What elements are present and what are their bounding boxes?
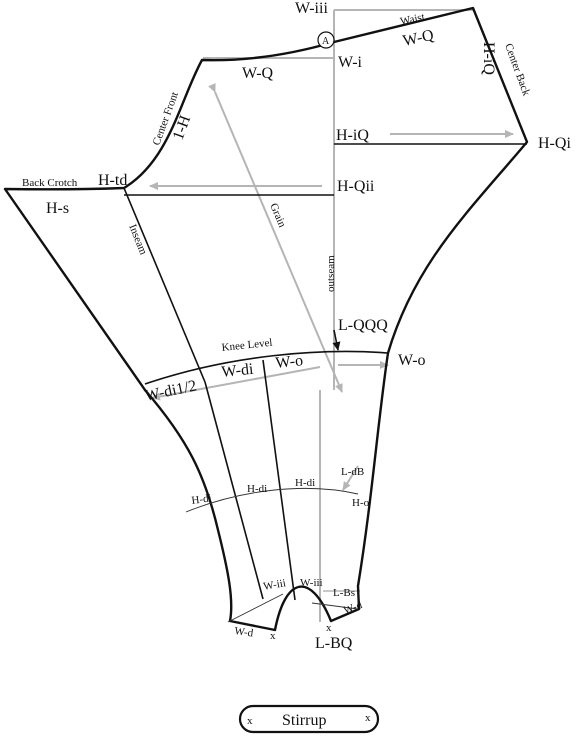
label-outseam: outseam [325,255,337,292]
label-back-crotch: Back Crotch [22,177,78,189]
label-grain: Grain [267,201,288,229]
h-di-curve [185,488,359,513]
w-d-right-line [311,602,359,610]
panel-seam-left [204,381,264,600]
label-l-db: L-dB [341,466,364,478]
pattern-outline [3,6,529,632]
label-h-iq-vertical: H-iQ [480,42,497,75]
label-w-iii-top: W-iii [295,0,328,17]
label-h-di-1: H-di [191,492,213,507]
label-x-left: x [270,630,276,642]
label-h-di-2: H-di [247,483,267,495]
label-w-q-right: W-Q [401,27,435,50]
guide-lines [149,9,514,622]
label-w-iii-right: W-iii [300,577,323,589]
circle-a-marker [317,31,335,49]
label-stirrup: Stirrup [282,712,326,729]
grain-line [208,83,343,393]
stirrup-shape [238,704,380,734]
label-w-iii-left: W-iii [262,577,286,593]
label-w-d-right: W-d [342,599,364,617]
w-d-left-line [227,593,284,623]
label-h-qii: H-Qii [337,178,375,195]
label-w-i: W-i [338,54,363,71]
inseam-line [123,187,206,383]
l-db-arrow [342,465,359,491]
label-circle-a: A [322,36,330,47]
label-h-td: H-td [98,172,127,189]
label-w-di: W-di [221,361,255,381]
panel-seam-right [262,359,296,601]
label-w-o-right: W-o [398,352,426,369]
label-h-o: H-o [352,497,370,509]
label-h-s: H-s [46,200,69,217]
label-w-d-left: W-d [234,625,255,640]
label-l-bq: L-BQ [315,635,353,652]
label-l-qqq: L-QQQ [338,317,388,334]
label-h-di-3: H-di [295,477,315,489]
construction-lines [123,143,527,623]
labels: W-iii Waist W-Q A W-Q W-i Center Back H-… [22,0,571,729]
label-w-q-left: W-Q [242,65,274,82]
label-1-h: 1-H [170,113,195,143]
label-waist: Waist [399,11,426,28]
label-x-right: x [326,622,332,634]
label-h-qi: H-Qi [538,135,571,152]
label-knee-level: Knee Level [221,337,273,354]
knee-level-line [144,350,389,385]
label-stirrup-x-right: x [365,712,371,724]
label-stirrup-x-left: x [247,715,253,727]
label-w-o-mid: W-o [275,352,304,372]
knee-left-arrow [151,366,321,401]
l-qqq-arrow [332,329,341,351]
label-l-bs: L-Bs [333,587,355,599]
label-h-iq: H-iQ [336,127,369,144]
